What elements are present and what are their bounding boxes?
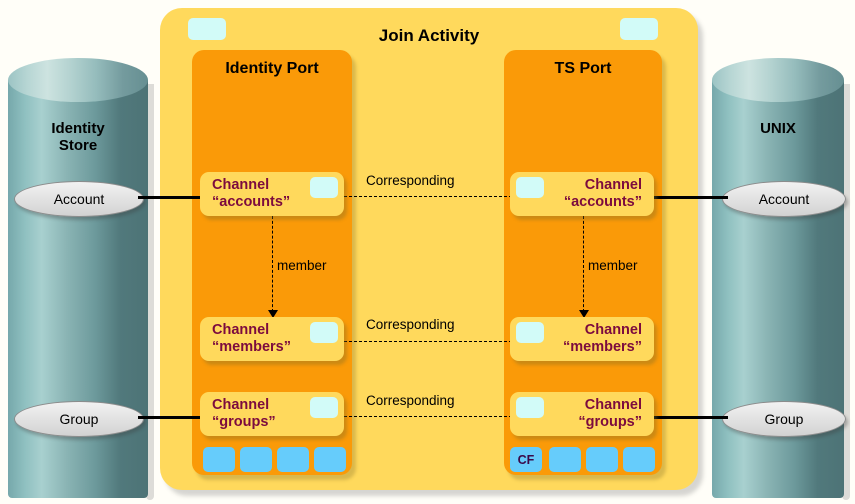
cylinder-top-ellipse [712,58,844,102]
channel-name-line2: “members” [212,339,291,355]
channel-label: Channel “accounts” [200,177,344,211]
channel-name-line2: “groups” [212,414,276,430]
member-arrow-head-ts [579,310,589,318]
store-name-line2: Store [58,137,98,154]
channel-name-line2: “groups” [578,414,642,430]
identity-operation-square-4[interactable] [314,447,346,472]
cylinder-shadow [842,84,850,500]
ts-channel-groups[interactable]: Channel “groups” [510,392,654,436]
corresponding-link-members [344,341,512,342]
ts-operation-square-4[interactable] [623,447,655,472]
identity-channel-accounts[interactable]: Channel “accounts” [200,172,344,216]
store-name-line1: Identity [51,120,105,137]
identity-operation-square-1[interactable] [203,447,235,472]
channel-label: Channel “accounts” [510,177,654,211]
identity-store-group-endpoint[interactable]: Group [14,401,144,437]
ts-operation-square-3[interactable] [586,447,618,472]
endpoint-label: Account [53,191,105,207]
join-activity-title: Join Activity [378,26,480,45]
link-unix-account-to-channel [650,196,728,199]
member-arrow-line-ts [583,216,584,312]
channel-name-line2: “members” [563,339,642,355]
member-label-identity: member [277,258,327,273]
ts-operation-square-2[interactable] [549,447,581,472]
link-identity-group-to-channel [138,416,206,419]
link-unix-group-to-channel [650,416,728,419]
channel-label: Channel “groups” [510,397,654,431]
endpoint-label: Group [764,411,804,427]
channel-pin-icon[interactable] [310,397,338,418]
corresponding-link-accounts [344,196,512,197]
unix-group-endpoint[interactable]: Group [722,401,846,437]
identity-port-title: Identity Port [225,60,319,77]
identity-store-account-endpoint[interactable]: Account [14,181,144,217]
channel-name-line1: Channel [584,397,642,413]
endpoint-label: Group [59,411,99,427]
channel-name-line2: “accounts” [212,194,291,210]
identity-operation-square-2[interactable] [240,447,272,472]
identity-channel-members[interactable]: Channel “members” [200,317,344,361]
cylinder-top-ellipse [8,58,148,102]
channel-pin-icon[interactable] [516,397,544,418]
endpoint-label: Account [758,191,810,207]
identity-store-label: Identity Store [8,120,148,154]
channel-name-line1: Channel [212,397,270,413]
channel-pin-icon[interactable] [310,177,338,198]
activity-input-pin-icon[interactable] [188,18,226,40]
ts-channel-members[interactable]: Channel “members” [510,317,654,361]
member-arrow-head-identity [268,310,278,318]
unix-store-label: UNIX [760,120,796,137]
channel-label: Channel “groups” [200,397,344,431]
ts-channel-accounts[interactable]: Channel “accounts” [510,172,654,216]
channel-name-line1: Channel [212,322,270,338]
cylinder-shadow [146,84,154,500]
activity-output-pin-icon[interactable] [620,18,658,40]
member-arrow-line-identity [272,216,273,312]
corresponding-label-groups: Corresponding [366,393,455,408]
channel-label: Channel “members” [200,322,344,356]
channel-name-line1: Channel [212,177,270,193]
ts-port-title: TS Port [554,60,612,77]
channel-pin-icon[interactable] [516,177,544,198]
channel-pin-icon[interactable] [310,322,338,343]
link-identity-account-to-channel [138,196,206,199]
corresponding-label-members: Corresponding [366,317,455,332]
member-label-ts: member [588,258,638,273]
channel-pin-icon[interactable] [516,322,544,343]
corresponding-label-accounts: Corresponding [366,173,455,188]
unix-account-endpoint[interactable]: Account [722,181,846,217]
channel-name-line1: Channel [584,322,642,338]
ts-operation-square-cf[interactable]: CF [510,447,542,472]
identity-channel-groups[interactable]: Channel “groups” [200,392,344,436]
channel-name-line1: Channel [584,177,642,193]
operation-label: CF [517,452,535,467]
identity-operation-square-3[interactable] [277,447,309,472]
channel-label: Channel “members” [510,322,654,356]
channel-name-line2: “accounts” [563,194,642,210]
corresponding-link-groups [344,416,512,417]
